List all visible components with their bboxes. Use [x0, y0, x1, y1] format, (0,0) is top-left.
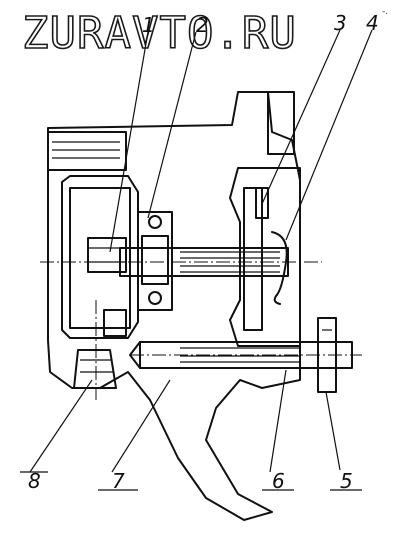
callout-7: 7: [112, 469, 125, 493]
shaft: [119, 247, 289, 277]
callout-8: 8: [28, 469, 41, 493]
drive-disk: [243, 187, 269, 331]
callout-2: 2: [196, 13, 209, 37]
spring-clip: [271, 231, 288, 305]
callout-5: 5: [340, 469, 353, 493]
housing-body: [47, 91, 301, 521]
callout-3: 3: [334, 11, 347, 35]
rotor: [69, 187, 131, 337]
callout-6: 6: [272, 469, 285, 493]
watermark-text: ZURAVTO.RU: [22, 8, 297, 59]
leader-lines: [20, 29, 373, 491]
corner-mark: -.: [382, 7, 388, 17]
bearing: [137, 211, 173, 311]
callout-1: 1: [142, 13, 155, 37]
callout-4: 4: [366, 11, 379, 35]
